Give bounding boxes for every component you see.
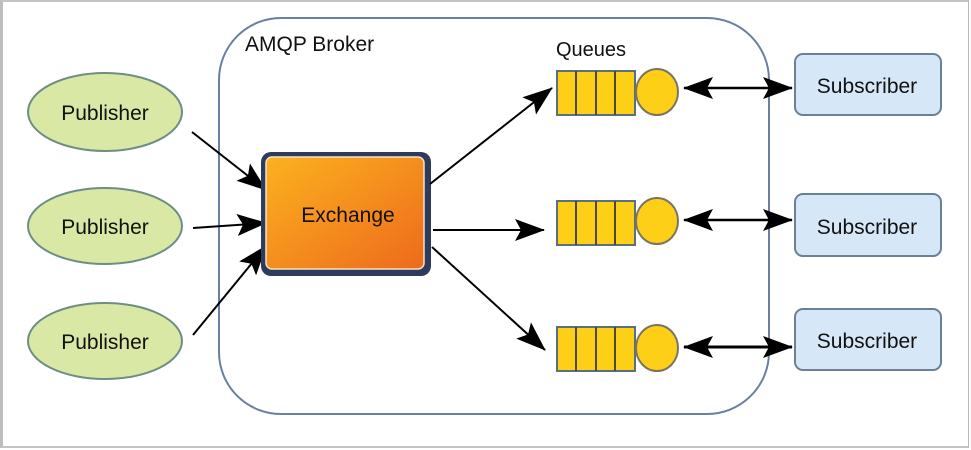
- publisher-2[interactable]: Publisher: [27, 187, 183, 265]
- exchange-label: Exchange: [301, 204, 394, 227]
- arrow-exchange-to-queue-3: [431, 246, 546, 351]
- queue-head: [635, 197, 679, 245]
- broker-label: AMQP Broker: [245, 33, 374, 56]
- queue-2[interactable]: [556, 197, 679, 246]
- arrow-exchange-to-queue-1: [429, 87, 553, 185]
- queue-1[interactable]: [556, 68, 679, 116]
- publisher-label: Publisher: [61, 331, 149, 354]
- queue-head: [635, 68, 679, 116]
- queues-label: Queues: [556, 39, 626, 61]
- publisher-3[interactable]: Publisher: [27, 302, 183, 380]
- queue-3[interactable]: [556, 324, 679, 372]
- queue-head: [635, 324, 679, 372]
- publisher-label: Publisher: [61, 102, 149, 125]
- exchange[interactable]: Exchange: [261, 152, 431, 276]
- arrow-publisher-1-to-exchange: [191, 131, 267, 191]
- arrow-publisher-2-to-exchange: [192, 214, 267, 236]
- publisher-label: Publisher: [61, 216, 149, 239]
- subscriber-1[interactable]: Subscriber: [794, 53, 942, 116]
- subscriber-2[interactable]: Subscriber: [794, 193, 942, 257]
- arrow-publisher-3-to-exchange: [192, 245, 267, 336]
- subscriber-label: Subscriber: [817, 330, 917, 353]
- subscriber-label: Subscriber: [817, 216, 917, 239]
- subscriber-label: Subscriber: [817, 75, 917, 98]
- publisher-1[interactable]: Publisher: [27, 72, 183, 152]
- subscriber-3[interactable]: Subscriber: [794, 308, 942, 371]
